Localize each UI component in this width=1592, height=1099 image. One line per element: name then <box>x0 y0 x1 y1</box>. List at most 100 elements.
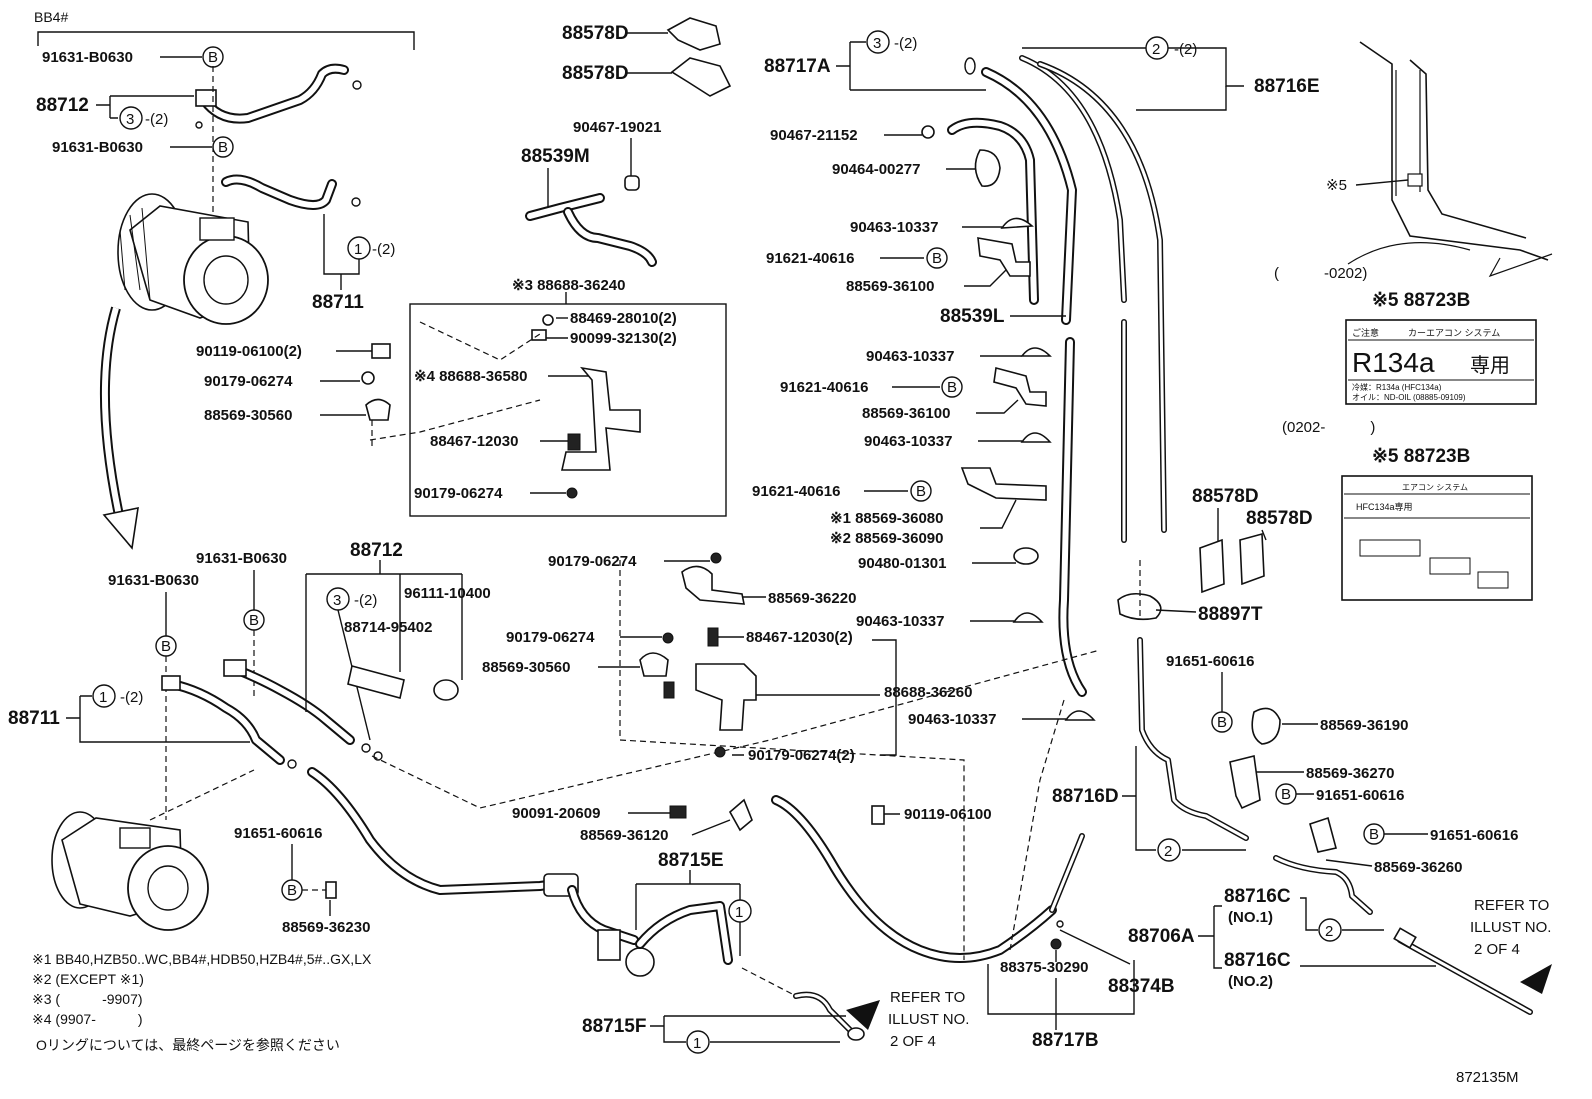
part-88714-95402[interactable]: 88714-95402 <box>344 619 432 636</box>
svg-text:3: 3 <box>126 111 134 128</box>
part-91651-60616-a[interactable]: 91651-60616 <box>1166 653 1254 670</box>
part-88716d[interactable]: 88716D <box>1052 786 1119 807</box>
part-88569-36270[interactable]: 88569-36270 <box>1306 765 1394 782</box>
part-91631-b0630-d[interactable]: 91631-B0630 <box>196 550 287 567</box>
compressor-illustration <box>117 193 269 325</box>
part-88717a[interactable]: 88717A <box>764 56 831 77</box>
group-bb4-top-left: BB4# 91631-B0630 B 88712 3 -(2) 91631-B0… <box>34 9 415 550</box>
part-90463-10337-c[interactable]: 90463-10337 <box>864 433 952 450</box>
part-88716c-no1[interactable]: 88716C <box>1224 886 1291 907</box>
part-88578d[interactable]: 88578D <box>562 23 629 44</box>
part-88578d-d[interactable]: 88578D <box>1246 508 1313 529</box>
part-91651-60616-d[interactable]: 91651-60616 <box>234 825 322 842</box>
part-88706a[interactable]: 88706A <box>1128 926 1195 947</box>
part-88716e[interactable]: 88716E <box>1254 76 1320 97</box>
svg-text:1: 1 <box>693 1035 701 1052</box>
part-91621-40616-a[interactable]: 91621-40616 <box>766 250 854 267</box>
svg-text:2 OF 4: 2 OF 4 <box>1474 941 1520 958</box>
svg-text:B: B <box>287 882 297 899</box>
part-88375-30290[interactable]: 88375-30290 <box>1000 959 1088 976</box>
svg-text:B: B <box>947 379 957 396</box>
part-88569-36230[interactable]: 88569-36230 <box>282 919 370 936</box>
part-88717b[interactable]: 88717B <box>1032 1030 1099 1051</box>
part-90467-19021[interactable]: 90467-19021 <box>573 119 661 136</box>
part-88578d-c[interactable]: 88578D <box>1192 486 1259 507</box>
part-88539l[interactable]: 88539L <box>940 306 1005 327</box>
svg-text:B: B <box>932 250 942 267</box>
part-88716c-no2[interactable]: 88716C <box>1224 950 1291 971</box>
part-88712-b[interactable]: 88712 <box>350 540 403 561</box>
part-88723b-a[interactable]: ※5 88723B <box>1372 290 1470 311</box>
part-91651-60616-c[interactable]: 91651-60616 <box>1430 827 1518 844</box>
svg-text:1: 1 <box>354 241 362 258</box>
part-88897t[interactable]: 88897T <box>1198 604 1263 625</box>
part-90463-10337-b[interactable]: 90463-10337 <box>866 348 954 365</box>
part-88711-b[interactable]: 88711 <box>8 708 60 729</box>
part-88469-28010[interactable]: 88469-28010(2) <box>570 310 677 327</box>
part-90091-20609[interactable]: 90091-20609 <box>512 805 600 822</box>
part-88467-12030[interactable]: 88467-12030 <box>430 433 518 450</box>
part-91621-40616-b[interactable]: 91621-40616 <box>780 379 868 396</box>
svg-text:-(2): -(2) <box>1174 41 1197 58</box>
part-88715e[interactable]: 88715E <box>658 850 724 871</box>
duct-illustration <box>1359 41 1549 261</box>
part-91621-40616-c[interactable]: 91621-40616 <box>752 483 840 500</box>
part-88539m[interactable]: 88539M <box>521 146 590 167</box>
grommet-88897t <box>1117 592 1162 621</box>
svg-text:ご注意: ご注意 <box>1352 327 1379 338</box>
part-90179-06274-c[interactable]: 90179-06274 <box>548 553 637 570</box>
part-90179-06274[interactable]: 90179-06274 <box>204 373 293 390</box>
part-90464-00277[interactable]: 90464-00277 <box>832 161 920 178</box>
illustration-id: 872135M <box>1456 1069 1519 1086</box>
part-88688-36580[interactable]: ※4 88688-36580 <box>414 368 528 385</box>
part-91631-b0630-c[interactable]: 91631-B0630 <box>108 572 199 589</box>
footnote-1: ※1 BB40,HZB50..WC,BB4#,HDB50,HZB4#,5#..G… <box>32 951 372 967</box>
part-88569-36220[interactable]: 88569-36220 <box>768 590 856 607</box>
part-88569-36100-b[interactable]: 88569-36100 <box>862 405 950 422</box>
down-arrow-icon <box>102 506 139 550</box>
refer-note-middle: REFER TO <box>890 989 965 1006</box>
part-90463-10337-d[interactable]: 90463-10337 <box>856 613 944 630</box>
svg-text:B: B <box>1217 714 1227 731</box>
label-b-range: (0202- ) <box>1282 419 1375 436</box>
part-90119-06100-2[interactable]: 90119-06100(2) <box>196 343 302 360</box>
part-88569-30560[interactable]: 88569-30560 <box>204 407 292 424</box>
part-88715f[interactable]: 88715F <box>582 1016 646 1037</box>
part-88374b[interactable]: 88374B <box>1108 976 1175 997</box>
part-88569-36090[interactable]: ※2 88569-36090 <box>830 530 944 547</box>
part-88688-36260[interactable]: 88688-36260 <box>884 684 972 701</box>
svg-text:エアコン システム: エアコン システム <box>1402 483 1468 492</box>
part-90467-21152[interactable]: 90467-21152 <box>770 127 858 144</box>
part-90463-10337-e[interactable]: 90463-10337 <box>908 711 996 728</box>
part-88688-36240[interactable]: ※3 88688-36240 <box>512 277 626 294</box>
part-91651-60616-b[interactable]: 91651-60616 <box>1316 787 1404 804</box>
part-91631-b0630[interactable]: 91631-B0630 <box>42 49 133 66</box>
part-88578d-b[interactable]: 88578D <box>562 63 629 84</box>
part-90463-10337-a[interactable]: 90463-10337 <box>850 219 938 236</box>
part-90099-32130[interactable]: 90099-32130(2) <box>570 330 677 347</box>
part-91631-b0630-b[interactable]: 91631-B0630 <box>52 139 143 156</box>
part-96111-10400[interactable]: 96111-10400 <box>404 585 491 602</box>
svg-text:(NO.2): (NO.2) <box>1228 973 1273 990</box>
part-90179-06274-b[interactable]: 90179-06274 <box>414 485 503 502</box>
part-90480-01301[interactable]: 90480-01301 <box>858 555 946 572</box>
part-88569-36260[interactable]: 88569-36260 <box>1374 859 1462 876</box>
part-88467-12030-2[interactable]: 88467-12030(2) <box>746 629 853 646</box>
arrow-right-icon <box>1520 964 1552 994</box>
part-88569-36080[interactable]: ※1 88569-36080 <box>830 510 944 527</box>
part-88569-36190[interactable]: 88569-36190 <box>1320 717 1408 734</box>
part-88569-30560-b[interactable]: 88569-30560 <box>482 659 570 676</box>
part-88569-36120[interactable]: 88569-36120 <box>580 827 668 844</box>
footnote-4: ※4 (9907- ) <box>32 1011 143 1027</box>
part-88723b-b[interactable]: ※5 88723B <box>1372 446 1470 467</box>
part-90179-06274-2[interactable]: 90179-06274(2) <box>748 747 855 764</box>
part-90179-06274-d[interactable]: 90179-06274 <box>506 629 595 646</box>
part-88711[interactable]: 88711 <box>312 292 364 313</box>
part-88712[interactable]: 88712 <box>36 95 89 116</box>
part-88569-36100-a[interactable]: 88569-36100 <box>846 278 934 295</box>
svg-text:カーエアコン システム: カーエアコン システム <box>1408 328 1500 338</box>
svg-text:B: B <box>249 612 259 629</box>
svg-text:B: B <box>218 139 228 156</box>
part-90119-06100[interactable]: 90119-06100 <box>904 806 992 823</box>
